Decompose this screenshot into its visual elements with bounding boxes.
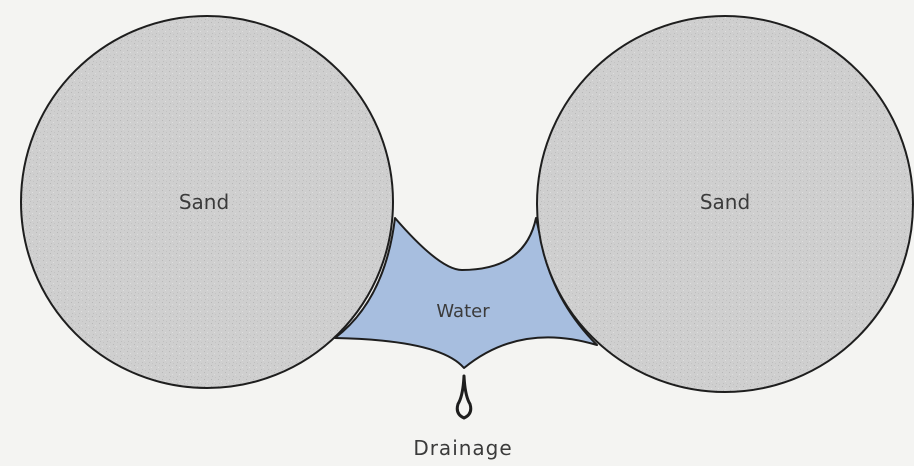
left-sand-label: Sand <box>179 190 229 214</box>
water-label: Water <box>436 301 490 322</box>
drainage-label: Drainage <box>413 436 512 460</box>
right-sand-label: Sand <box>700 190 750 214</box>
